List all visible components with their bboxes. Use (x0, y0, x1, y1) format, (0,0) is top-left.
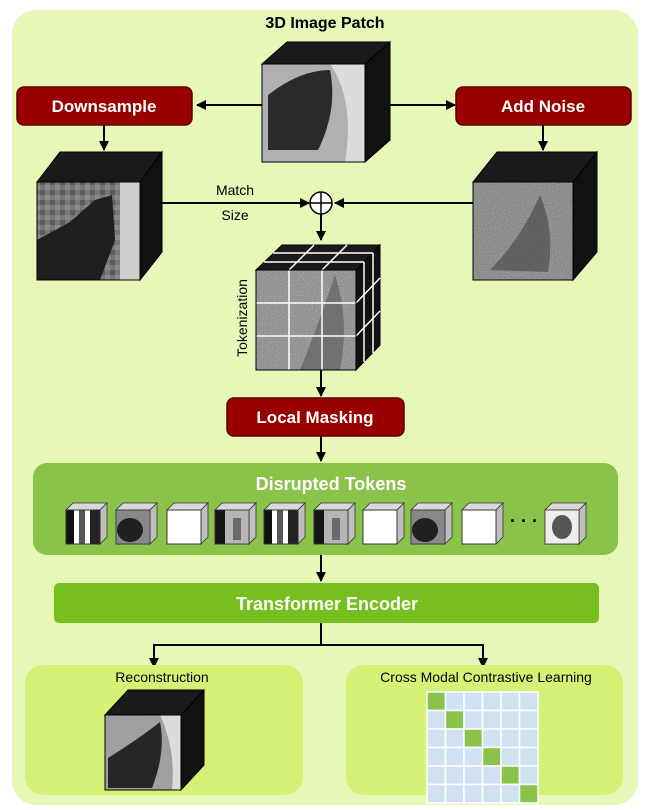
grid-cell (481, 765, 502, 786)
token-cube (313, 502, 356, 545)
local-masking-label: Local Masking (256, 408, 373, 427)
grid-cell (500, 746, 521, 767)
reconstruction-label: Reconstruction (115, 669, 208, 685)
grid-cell (426, 765, 447, 786)
disrupted-tokens-title: Disrupted Tokens (256, 474, 407, 494)
combine-plus-icon (309, 191, 333, 215)
grid-cell-positive (444, 709, 465, 730)
local-masking-box (226, 397, 405, 437)
grid-cell (426, 746, 447, 767)
grid-cell (518, 691, 539, 712)
grid-cell (444, 746, 465, 767)
grid-cell (481, 691, 502, 712)
grid-cell-positive (518, 783, 539, 804)
grid-cell (463, 765, 484, 786)
token-cube (214, 502, 257, 545)
diagram-title: 3D Image Patch (265, 15, 384, 32)
add-noise-label: Add Noise (501, 97, 585, 116)
grid-cell (481, 783, 502, 804)
grid-cell (426, 728, 447, 749)
transformer-encoder-label: Transformer Encoder (236, 594, 418, 614)
grid-cell-positive (500, 765, 521, 786)
grid-cell-positive (463, 728, 484, 749)
token-cube (362, 502, 405, 545)
token-cube (115, 502, 158, 545)
reconstruction-cube (103, 688, 206, 792)
size-label: Size (221, 207, 248, 223)
token-cube (263, 502, 306, 545)
grid-cell (518, 728, 539, 749)
token-cube (65, 502, 108, 545)
noisy-cube (471, 150, 599, 282)
grid-cell (481, 728, 502, 749)
grid-cell (500, 691, 521, 712)
branch-connector (154, 623, 483, 646)
grid-cell (444, 728, 465, 749)
grid-cell (463, 691, 484, 712)
grid-cell-positive (426, 691, 447, 712)
grid-cell (444, 691, 465, 712)
tokens-ellipsis: · · · (510, 511, 538, 531)
grid-cell (518, 709, 539, 730)
downsample-label: Downsample (52, 97, 157, 116)
tokenization-label: Tokenization (234, 279, 250, 357)
grid-cell (518, 765, 539, 786)
contrastive-label: Cross Modal Contrastive Learning (380, 669, 592, 685)
token-cube (461, 502, 504, 545)
grid-cell (426, 709, 447, 730)
contrastive-similarity-grid (426, 691, 539, 804)
grid-cell (500, 709, 521, 730)
token-cube (410, 502, 453, 545)
token-cube (544, 502, 587, 545)
tokenized-cube (254, 243, 382, 372)
grid-cell (463, 746, 484, 767)
grid-cell (518, 746, 539, 767)
grid-cell-positive (481, 746, 502, 767)
image-patch-cube (260, 40, 392, 164)
grid-cell (463, 783, 484, 804)
grid-cell (444, 765, 465, 786)
downsampled-cube (35, 150, 163, 282)
grid-cell (444, 783, 465, 804)
token-cube (166, 502, 209, 545)
grid-cell (463, 709, 484, 730)
grid-cell (426, 783, 447, 804)
grid-cell (500, 728, 521, 749)
grid-cell (481, 709, 502, 730)
match-label: Match (216, 182, 254, 198)
token-row (65, 502, 587, 545)
grid-cell (500, 783, 521, 804)
transformer-encoder-box (54, 583, 599, 623)
